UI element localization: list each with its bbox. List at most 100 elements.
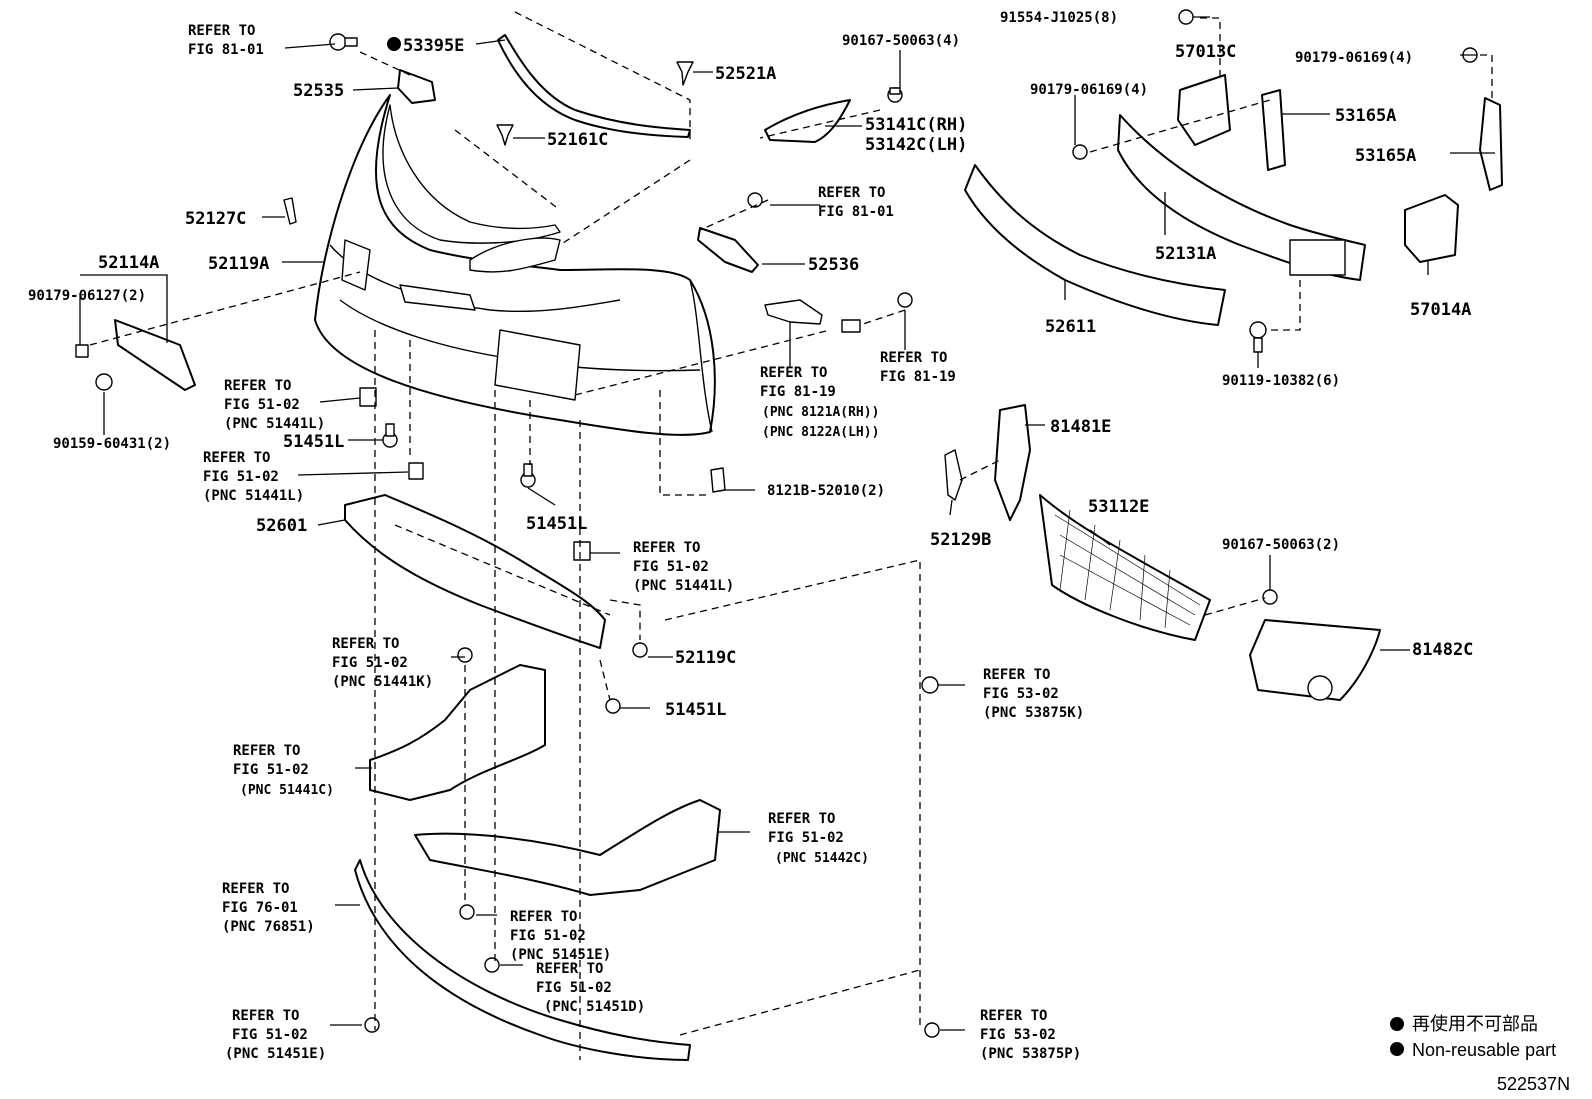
clip-52127c bbox=[283, 197, 297, 225]
bracket-52536 bbox=[697, 227, 759, 273]
bolt-icon bbox=[459, 904, 475, 920]
bracket-53165a-right bbox=[1479, 97, 1503, 191]
upper-grille-insert bbox=[764, 99, 851, 143]
label-53112e: 53112E bbox=[1088, 497, 1149, 517]
figure-id: 522537N bbox=[1497, 1074, 1570, 1094]
label-52536: 52536 bbox=[808, 255, 859, 275]
label-52161c: 52161C bbox=[547, 130, 608, 150]
label-52127c: 52127C bbox=[185, 209, 246, 229]
lower-grille-53112e bbox=[1039, 494, 1211, 641]
bolt-icon bbox=[605, 698, 621, 714]
label-52119a: 52119A bbox=[208, 254, 269, 274]
label-81481e: 81481E bbox=[1050, 417, 1111, 437]
label-52119c: 52119C bbox=[675, 648, 736, 668]
clip-icon bbox=[408, 462, 424, 480]
label-90167-50063-2: 90167-50063(2) bbox=[1222, 537, 1340, 553]
nut-icon bbox=[1072, 144, 1088, 160]
bolt-icon bbox=[484, 957, 500, 973]
screw-icon bbox=[897, 292, 913, 308]
label-53142c: 53142C(LH) bbox=[865, 135, 967, 155]
clip-icon bbox=[359, 387, 377, 407]
legend-jp: 再使用不可部品 bbox=[1412, 1014, 1538, 1034]
clip-icon bbox=[676, 61, 694, 86]
label-91554-j1025: 91554-J1025(8) bbox=[1000, 10, 1118, 26]
leader-lines bbox=[79, 16, 1495, 1031]
fog-lamp-bracket bbox=[764, 299, 823, 325]
bolt-icon bbox=[382, 423, 398, 448]
label-51451l-b: 51451L bbox=[526, 514, 587, 534]
label-90119-10382: 90119-10382(6) bbox=[1222, 373, 1340, 389]
label-53141c: 53141C(RH) bbox=[865, 115, 967, 135]
label-51451l-c: 51451L bbox=[665, 700, 726, 720]
label-90159-60431: 90159-60431(2) bbox=[53, 436, 171, 452]
label-81482c: 81482C bbox=[1412, 640, 1473, 660]
extension-57014a bbox=[1404, 194, 1459, 263]
cover-52129b bbox=[944, 449, 963, 501]
front-bumper-cover bbox=[314, 94, 716, 436]
label-57014a: 57014A bbox=[1410, 300, 1471, 320]
energy-absorber-52611 bbox=[964, 164, 1226, 326]
extension-57013c bbox=[1177, 74, 1231, 146]
fog-lamp-bezel-81482c bbox=[1249, 619, 1381, 701]
non-reusable-marker bbox=[387, 37, 401, 51]
reinforcement-bracket-plate bbox=[1289, 239, 1346, 276]
clip-icon bbox=[710, 467, 726, 493]
label-90179-06169-a: 90179-06169(4) bbox=[1030, 82, 1148, 98]
clip-icon bbox=[573, 541, 591, 561]
screw-icon bbox=[329, 33, 358, 51]
fasteners bbox=[75, 9, 1478, 1038]
non-reusable-bullet-icon bbox=[1390, 1017, 1404, 1031]
bolt-icon bbox=[924, 1022, 940, 1038]
bolt-icon bbox=[1249, 321, 1267, 353]
part-number-labels: 53395E 52521A 52535 52161C 52127C 52119A… bbox=[28, 10, 1473, 720]
engine-undercover-51442c bbox=[414, 799, 721, 896]
label-8121b-52010: 8121B-52010(2) bbox=[767, 483, 885, 499]
engine-undercover-51441c bbox=[369, 664, 546, 801]
reinforcement-52131a bbox=[1117, 114, 1366, 281]
clip-icon bbox=[496, 124, 514, 146]
screw-icon bbox=[747, 192, 763, 208]
label-90179-06127: 90179-06127(2) bbox=[28, 288, 146, 304]
label-52521a: 52521A bbox=[715, 64, 776, 84]
label-52535: 52535 bbox=[293, 81, 344, 101]
non-reusable-bullet-icon bbox=[1390, 1042, 1404, 1056]
connector bbox=[841, 319, 861, 333]
screw-icon bbox=[1262, 589, 1278, 605]
lower-reinforcement-52601 bbox=[344, 494, 606, 649]
label-52129b: 52129B bbox=[930, 530, 991, 550]
label-53395e: 53395E bbox=[403, 36, 464, 56]
alignment-lines bbox=[89, 11, 1493, 1060]
upper-moulding-53395e bbox=[497, 34, 691, 138]
label-52114a: 52114A bbox=[98, 253, 159, 273]
label-52131a: 52131A bbox=[1155, 244, 1216, 264]
bolt-icon bbox=[457, 647, 473, 663]
side-retainer-52114a bbox=[114, 319, 196, 391]
label-52601: 52601 bbox=[256, 516, 307, 536]
bolt-icon bbox=[1178, 9, 1194, 25]
label-53165a-a: 53165A bbox=[1335, 106, 1396, 126]
label-57013c: 57013C bbox=[1175, 42, 1236, 62]
label-51451l-a: 51451L bbox=[283, 432, 344, 452]
screw-icon bbox=[887, 87, 903, 103]
clip-icon bbox=[921, 676, 939, 694]
label-90179-06169-b: 90179-06169(4) bbox=[1295, 50, 1413, 66]
bracket-52535 bbox=[397, 69, 436, 104]
label-53165a-b: 53165A bbox=[1355, 146, 1416, 166]
